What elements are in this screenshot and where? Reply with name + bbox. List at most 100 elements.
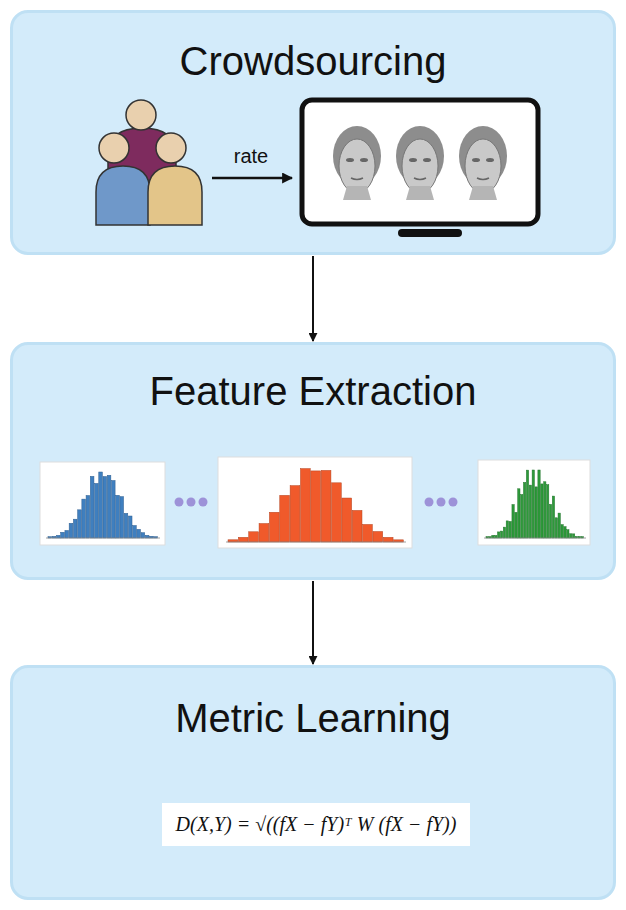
- stage-panel: Metric LearningD(X,Y) = √((fX − fY)ᵀ W (…: [10, 665, 616, 900]
- ellipsis-dot: [437, 498, 446, 507]
- histogram-bar: [506, 521, 508, 538]
- ellipsis-dot: [199, 498, 208, 507]
- action-label: rate: [234, 145, 268, 168]
- histogram-bar: [107, 475, 111, 538]
- face-eye: [346, 158, 354, 162]
- histogram-bar: [78, 510, 82, 538]
- histogram-bar: [363, 524, 373, 542]
- histogram-frame: [478, 460, 590, 545]
- histogram-bar: [383, 537, 393, 542]
- histogram-bars: [484, 470, 586, 538]
- histogram-bar: [538, 470, 540, 538]
- histogram-bar: [82, 499, 86, 538]
- face-neck: [343, 186, 371, 200]
- histogram-bar: [521, 495, 523, 538]
- histogram-bar: [529, 485, 531, 538]
- histogram-bar: [342, 498, 352, 542]
- histogram-bar: [95, 483, 99, 538]
- histogram-frame: [40, 462, 165, 545]
- histogram-bar: [544, 482, 546, 538]
- ellipsis-dot: [175, 498, 184, 507]
- stage-title: Feature Extraction: [13, 367, 613, 415]
- histogram-bar: [133, 525, 137, 538]
- histogram-axis: [46, 538, 160, 539]
- monitor: [302, 100, 538, 224]
- histogram-bar: [141, 533, 145, 538]
- face-neck: [469, 186, 497, 200]
- histogram-bar: [558, 513, 560, 538]
- histogram-bar: [500, 531, 502, 538]
- histogram-bar: [570, 534, 572, 538]
- rate-arrow: [212, 177, 292, 180]
- histogram-bar: [555, 518, 557, 538]
- histogram-bar: [145, 535, 149, 538]
- histogram-bar: [552, 496, 554, 538]
- histogram-bar: [137, 529, 141, 538]
- histogram-bar: [373, 531, 383, 542]
- face-eye: [423, 158, 431, 162]
- histogram-bar: [69, 523, 73, 538]
- histogram-bar: [532, 470, 534, 538]
- histogram-bar: [111, 480, 115, 538]
- face-eye: [360, 158, 368, 162]
- face-skin: [465, 139, 501, 193]
- histogram-bars: [226, 469, 406, 542]
- histogram-bar: [61, 532, 65, 538]
- histogram-bar: [564, 527, 566, 538]
- histogram-bar: [269, 512, 279, 542]
- histogram-bars: [46, 472, 160, 538]
- ellipsis-dot: [425, 498, 434, 507]
- person-head: [126, 100, 156, 130]
- histogram-bar: [535, 487, 537, 538]
- histogram-bar: [561, 525, 563, 538]
- face-model: [396, 126, 444, 200]
- histogram-bar: [90, 476, 94, 538]
- histogram-bar: [259, 524, 269, 542]
- flow-arrow: [312, 256, 314, 341]
- histogram-bar: [518, 489, 520, 538]
- histogram-axis: [226, 542, 406, 543]
- histogram-bar: [567, 530, 569, 538]
- histogram-bar: [290, 486, 300, 542]
- histogram-bar: [549, 504, 551, 538]
- histogram-bar: [523, 482, 525, 538]
- face-mouth: [351, 178, 363, 180]
- histogram-bar: [352, 510, 362, 542]
- histogram-bar: [99, 472, 103, 538]
- histogram-bar: [120, 497, 124, 538]
- histogram-axis: [484, 538, 586, 539]
- histogram-bar: [526, 470, 528, 538]
- histogram-bar: [332, 483, 342, 542]
- face-mouth: [414, 178, 426, 180]
- histogram-bar: [128, 516, 132, 538]
- histogram-bar: [65, 530, 69, 538]
- face-skin: [402, 139, 438, 193]
- face-model: [459, 126, 507, 200]
- histogram-bar: [73, 519, 77, 538]
- histogram-bar: [86, 496, 90, 538]
- histogram-bar: [124, 513, 128, 538]
- stage-panel: Crowdsourcing: [10, 10, 616, 255]
- face-eye: [486, 158, 494, 162]
- face-skin: [339, 139, 375, 193]
- histogram-bar: [541, 484, 543, 538]
- histogram-bar: [503, 527, 505, 538]
- histogram-bar: [515, 512, 517, 538]
- flow-arrow: [312, 581, 314, 664]
- person-head: [156, 133, 186, 163]
- histogram-bar: [249, 532, 259, 542]
- formula-box: D(X,Y) = √((fX − fY)ᵀ W (fX − fY)): [162, 803, 471, 846]
- distance-formula: D(X,Y) = √((fX − fY)ᵀ W (fX − fY)): [176, 813, 457, 836]
- ellipsis-dot: [449, 498, 458, 507]
- monitor-stand: [398, 229, 462, 237]
- histogram-bar: [103, 477, 107, 538]
- person-body: [148, 166, 202, 225]
- histogram-bar: [498, 532, 500, 538]
- histogram-bar: [512, 505, 514, 538]
- histogram-bar: [238, 537, 248, 542]
- ellipsis-dot: [187, 498, 196, 507]
- histogram-bar: [321, 470, 331, 542]
- histogram-bar: [280, 495, 290, 542]
- histogram-bar: [509, 522, 511, 538]
- histogram-bar: [311, 471, 321, 542]
